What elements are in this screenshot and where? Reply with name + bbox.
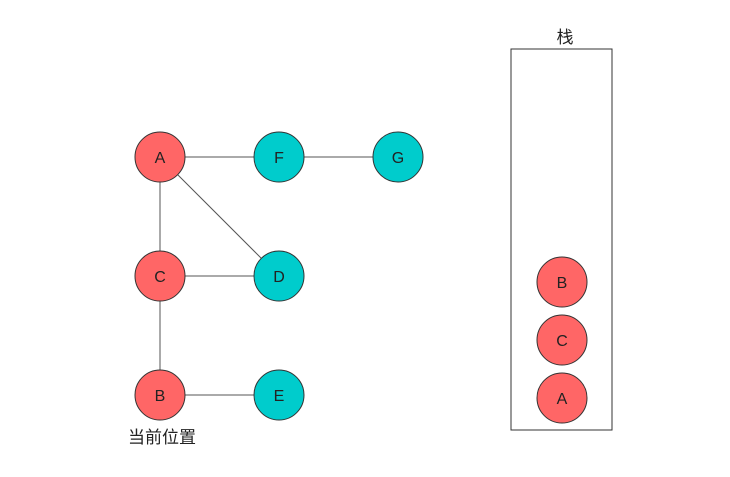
- edge-A-D: [159, 156, 280, 277]
- node-A: A: [134, 131, 186, 183]
- node-C: C: [134, 250, 186, 302]
- stack-container: [510, 48, 613, 431]
- stack-item-C-label: C: [556, 333, 568, 350]
- stack-items: B C A: [536, 256, 588, 424]
- node-G: G: [372, 131, 424, 183]
- stack-item-C-circle: [536, 314, 588, 366]
- stack-item-B-label: B: [557, 275, 568, 292]
- graph-nodes: A F G C D B E: [134, 131, 424, 421]
- node-B-label: B: [155, 388, 166, 405]
- node-C-label: C: [154, 269, 166, 286]
- node-D-circle: [253, 250, 305, 302]
- stack-item-A-label: A: [557, 391, 568, 408]
- node-C-circle: [134, 250, 186, 302]
- node-G-circle: [372, 131, 424, 183]
- stack-title: 栈: [557, 28, 574, 47]
- node-A-circle: [134, 131, 186, 183]
- node-F-circle: [253, 131, 305, 183]
- stack: 栈 B C A: [510, 28, 613, 431]
- node-B-circle: [134, 369, 186, 421]
- node-D-label: D: [273, 269, 285, 286]
- stack-item-B-circle: [536, 256, 588, 308]
- current-position-label: 当前位置: [128, 428, 196, 447]
- node-E: E: [253, 369, 305, 421]
- node-F-label: F: [274, 150, 284, 167]
- node-E-label: E: [274, 388, 285, 405]
- stack-item-A-circle: [536, 372, 588, 424]
- node-F: F: [253, 131, 305, 183]
- node-G-label: G: [392, 150, 404, 167]
- node-A-label: A: [155, 150, 166, 167]
- stack-item-C: C: [536, 314, 588, 366]
- node-D: D: [253, 250, 305, 302]
- node-B: B: [134, 369, 186, 421]
- node-E-circle: [253, 369, 305, 421]
- stack-item-B: B: [536, 256, 588, 308]
- stack-item-A: A: [536, 372, 588, 424]
